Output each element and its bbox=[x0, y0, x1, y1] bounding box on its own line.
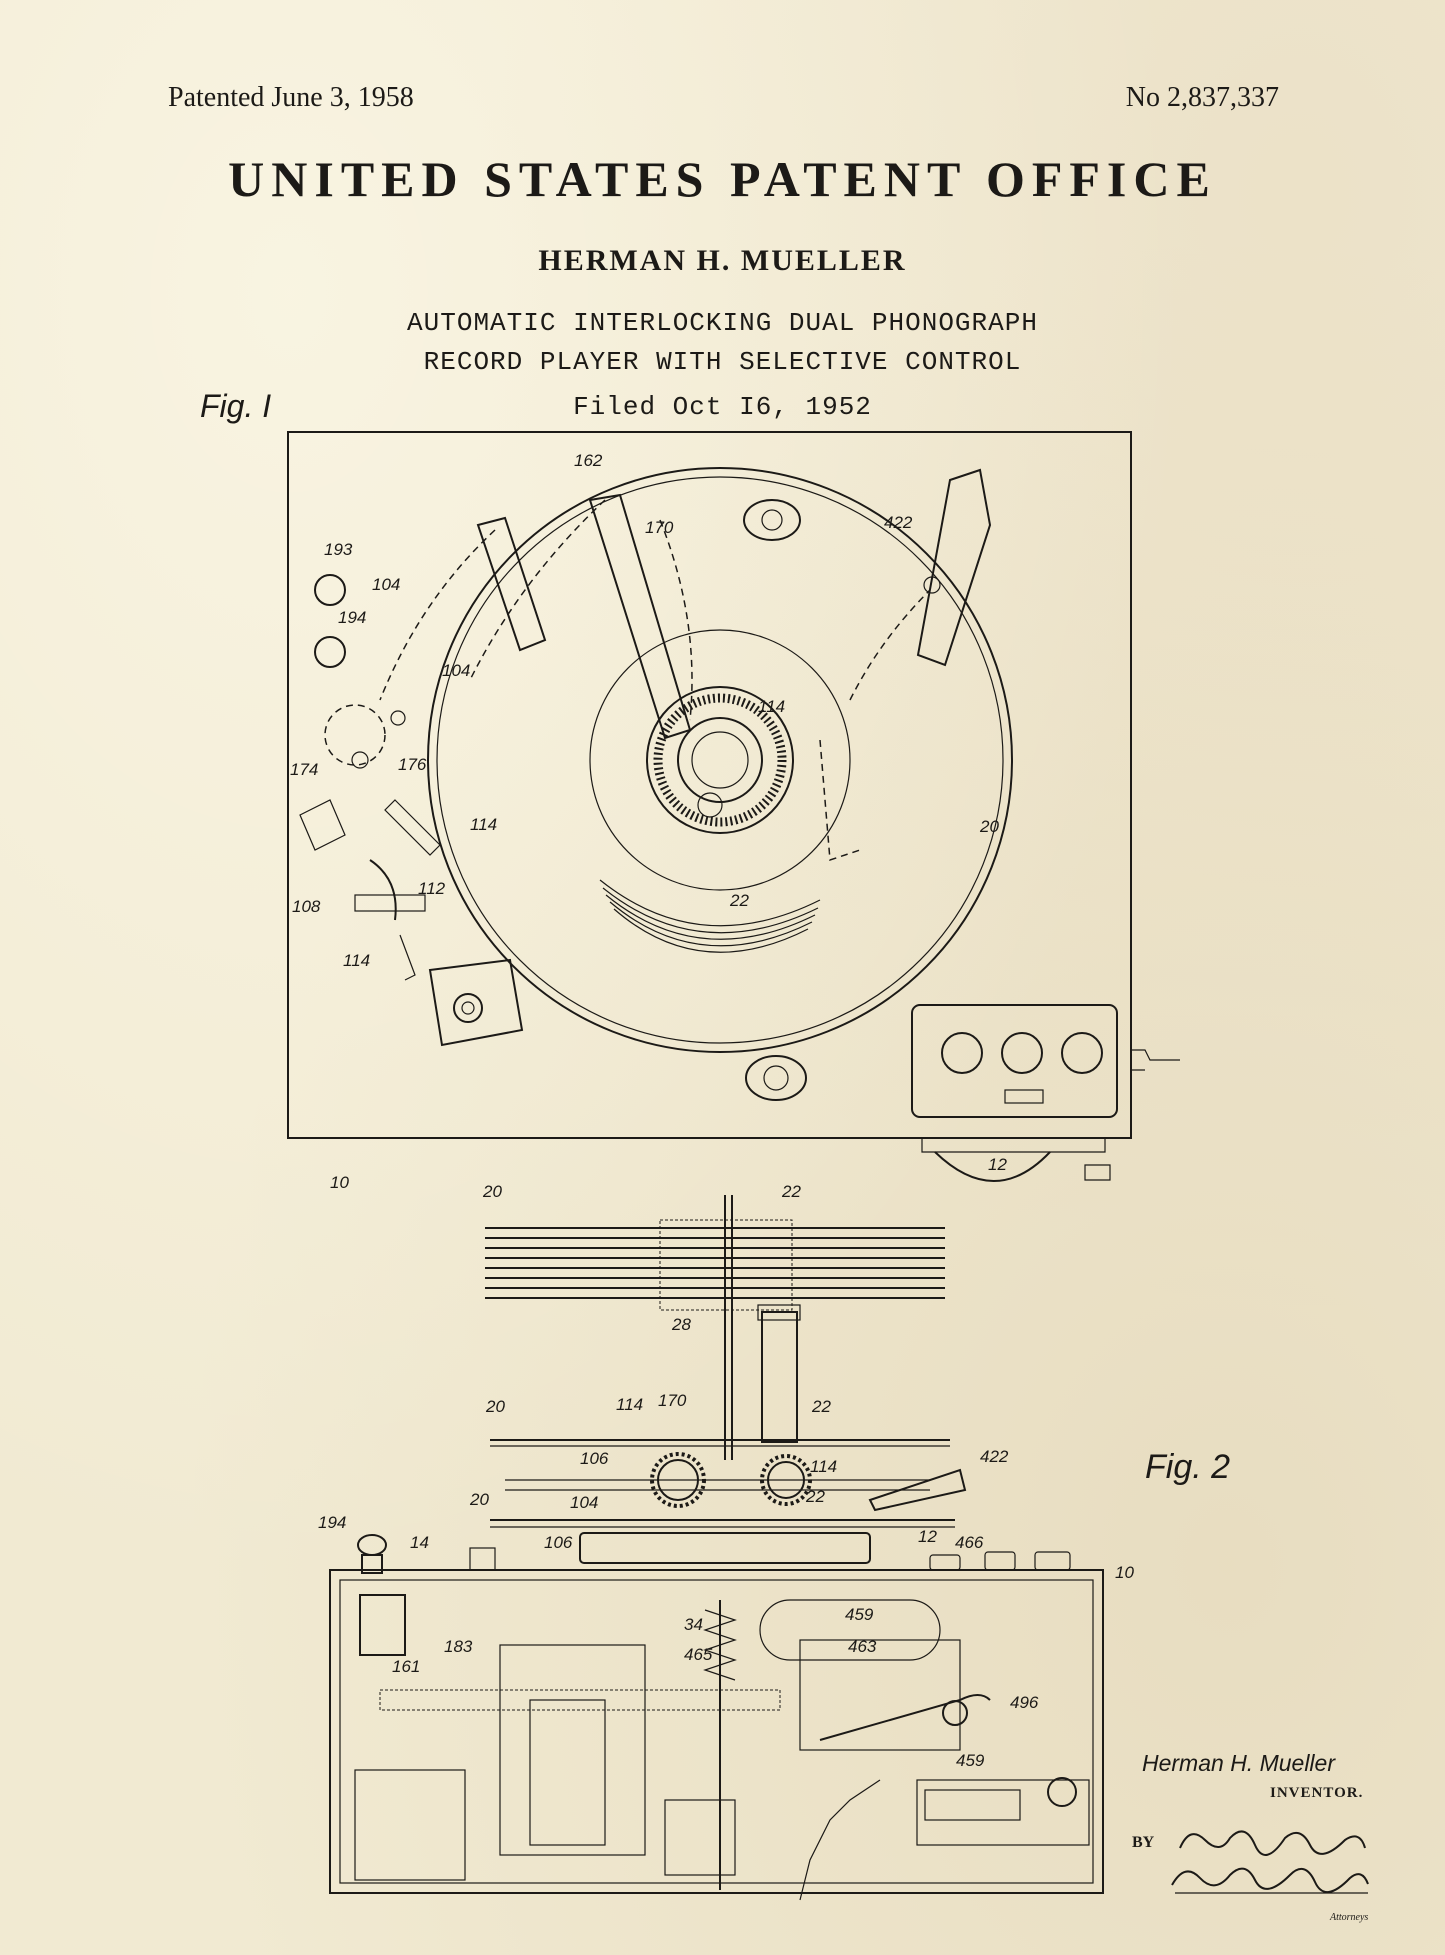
ref-label: 114 bbox=[343, 951, 370, 970]
spindle-gear bbox=[646, 686, 794, 834]
ref-label: 114 bbox=[758, 697, 785, 716]
post-top bbox=[743, 499, 801, 541]
ref-label: 459 bbox=[845, 1605, 874, 1624]
ref-label: 422 bbox=[884, 513, 913, 532]
platter-side bbox=[579, 1532, 871, 1564]
pickup-arm-left bbox=[476, 516, 547, 652]
ref-label: 22 bbox=[729, 891, 749, 910]
control-panel bbox=[911, 1004, 1118, 1118]
ref-label: 194 bbox=[338, 608, 366, 627]
spring bbox=[703, 1609, 737, 1681]
ref-label: 34 bbox=[684, 1615, 703, 1634]
ref-label: 104 bbox=[372, 575, 400, 594]
ref-label: 194 bbox=[318, 1513, 346, 1532]
button-194 bbox=[314, 636, 346, 668]
ref-label: 20 bbox=[979, 817, 999, 836]
ref-label: 106 bbox=[544, 1533, 573, 1552]
ref-label: 104 bbox=[570, 1493, 598, 1512]
ref-label: 176 bbox=[398, 755, 427, 774]
fig1-drawing: 162 170 422 193 104 194 104 114 174 176 … bbox=[287, 431, 1180, 1192]
tone-arm bbox=[916, 468, 992, 667]
record-stack bbox=[485, 1227, 945, 1299]
ref-label: 459 bbox=[956, 1751, 985, 1770]
ref-label: 12 bbox=[988, 1155, 1007, 1174]
ref-label: 463 bbox=[848, 1637, 877, 1656]
ref-label: 193 bbox=[324, 540, 353, 559]
ref-label: 20 bbox=[469, 1490, 489, 1509]
invention-title-line-2: RECORD PLAYER WITH SELECTIVE CONTROL bbox=[423, 347, 1022, 377]
ref-label: 14 bbox=[410, 1533, 429, 1552]
filed-date: Filed Oct I6, 1952 bbox=[573, 392, 872, 422]
control-knob-2 bbox=[1001, 1032, 1043, 1074]
ref-label: 114 bbox=[470, 815, 497, 834]
ref-label: 465 bbox=[684, 1645, 713, 1664]
ref-label: 183 bbox=[444, 1637, 473, 1656]
inventor-signature: Herman H. Mueller bbox=[1142, 1750, 1335, 1776]
ref-label: 162 bbox=[574, 451, 603, 470]
tone-arm-side bbox=[868, 1468, 967, 1512]
inventor-role: INVENTOR. bbox=[1270, 1785, 1364, 1801]
control-knob-3 bbox=[1061, 1032, 1103, 1074]
ref-label: 22 bbox=[811, 1397, 831, 1416]
ref-label: 10 bbox=[1115, 1563, 1134, 1582]
ref-label: 161 bbox=[392, 1657, 420, 1676]
ref-label: 20 bbox=[482, 1182, 502, 1201]
ref-label: 12 bbox=[918, 1527, 937, 1546]
ref-label: 22 bbox=[781, 1182, 801, 1201]
attorney-signature bbox=[1171, 1830, 1369, 1894]
button-193 bbox=[314, 574, 346, 606]
fig2-drawing: 20 22 28 20 114 170 22 106 114 422 20 10… bbox=[318, 1182, 1134, 1901]
ref-label: 106 bbox=[580, 1449, 609, 1468]
selector-switch bbox=[1004, 1089, 1044, 1104]
turntable-platter bbox=[427, 467, 1013, 1053]
attorneys-label: Attorneys bbox=[1330, 1912, 1369, 1923]
cabinet-outline bbox=[287, 431, 1132, 1139]
ref-label: 114 bbox=[616, 1395, 643, 1414]
record-label bbox=[589, 629, 851, 891]
inventor-name: HERMAN H. MUELLER bbox=[538, 244, 907, 277]
office-title: UNITED STATES PATENT OFFICE bbox=[228, 151, 1217, 207]
ref-label: 22 bbox=[805, 1487, 825, 1506]
ref-label: 10 bbox=[330, 1173, 349, 1192]
ref-label: 20 bbox=[485, 1397, 505, 1416]
ref-label: 104 bbox=[442, 661, 470, 680]
ref-label: 114 bbox=[810, 1457, 837, 1476]
record-grooves bbox=[599, 879, 821, 953]
ref-label: 466 bbox=[955, 1533, 984, 1552]
invention-title-line-1: AUTOMATIC INTERLOCKING DUAL PHONOGRAPH bbox=[407, 308, 1038, 338]
ref-label: 422 bbox=[980, 1447, 1009, 1466]
ref-label: 108 bbox=[292, 897, 321, 916]
fig1-label: Fig. I bbox=[200, 388, 272, 424]
ref-label: 170 bbox=[658, 1391, 687, 1410]
ref-label: 112 bbox=[418, 879, 446, 898]
by-label: BY bbox=[1132, 1834, 1155, 1851]
ref-label: 28 bbox=[671, 1315, 691, 1334]
patent-number: No 2,837,337 bbox=[1125, 82, 1279, 113]
post-bottom bbox=[745, 1055, 807, 1101]
cabinet-side bbox=[329, 1569, 1104, 1894]
patent-date: Patented June 3, 1958 bbox=[168, 82, 414, 113]
control-knob-1 bbox=[941, 1032, 983, 1074]
ref-label: 496 bbox=[1010, 1693, 1039, 1712]
arm-rest bbox=[428, 958, 524, 1047]
fig2-label: Fig. 2 bbox=[1145, 1448, 1231, 1486]
pickup-arm-right bbox=[588, 493, 692, 740]
motor-housing bbox=[499, 1644, 646, 1856]
ref-label: 170 bbox=[645, 518, 674, 537]
ref-label: 174 bbox=[290, 760, 318, 779]
